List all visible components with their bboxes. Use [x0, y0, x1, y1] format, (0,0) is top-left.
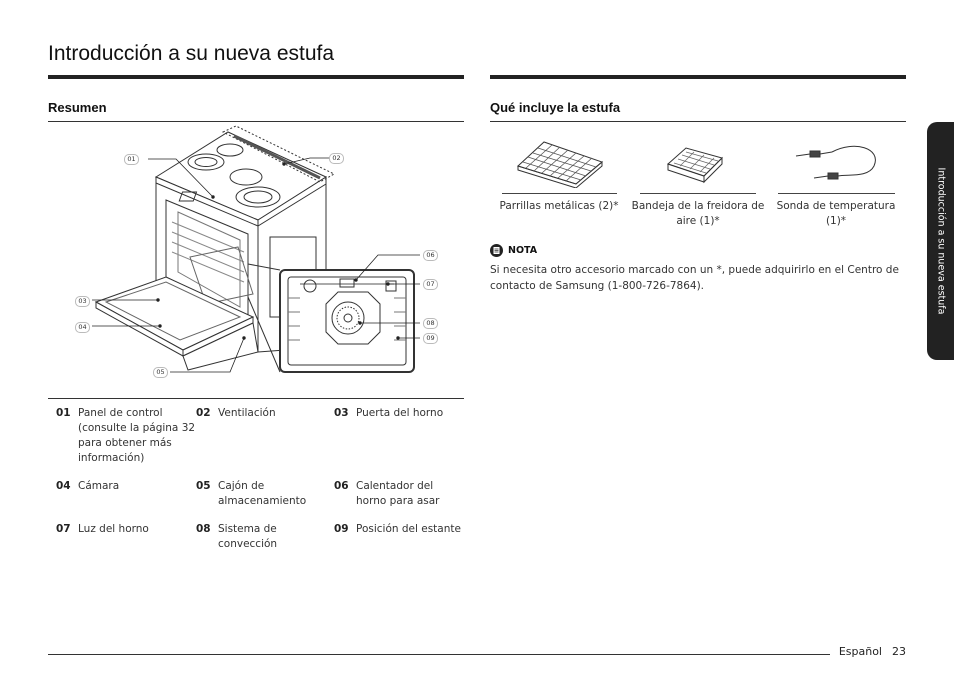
legend-description: Ventilación	[218, 407, 276, 419]
callout-03: 03	[75, 296, 90, 307]
note-header: NOTA	[490, 244, 537, 257]
legend-item: 09 Posición del estante	[334, 522, 464, 552]
wire-rack-icon	[517, 141, 603, 188]
footer-rule	[48, 654, 830, 655]
incluye-rule	[490, 121, 906, 122]
page-number: 23	[892, 645, 906, 658]
legend-item: 01 Panel de control (consulte la página …	[56, 406, 196, 466]
accessory-rule	[502, 193, 617, 194]
legend-number: 02	[196, 407, 211, 419]
accessory-rule	[640, 193, 756, 194]
page-title: Introducción a su nueva estufa	[48, 42, 335, 65]
legend-description: Panel de control (consulte la página 32 …	[78, 407, 196, 464]
legend-number: 05	[196, 480, 211, 492]
callout-04: 04	[75, 322, 90, 333]
legend-number: 01	[56, 407, 71, 419]
legend-description: Luz del horno	[78, 523, 149, 535]
side-tab-label: Introducción a su nueva estufa	[935, 167, 946, 315]
footer-language: Español	[838, 645, 882, 658]
callout-09: 09	[423, 333, 438, 344]
legend-description: Cámara	[78, 480, 120, 492]
temperature-probe-icon	[795, 145, 876, 180]
parts-legend: 01 Panel de control (consulte la página …	[48, 406, 464, 552]
side-section-tab: Introducción a su nueva estufa	[927, 122, 954, 360]
legend-item: 02 Ventilación	[196, 406, 334, 466]
legend-number: 07	[56, 523, 71, 535]
title-rule-left	[48, 75, 464, 79]
legend-number: 09	[334, 523, 349, 535]
legend-item: 03 Puerta del horno	[334, 406, 464, 466]
legend-row: 01 Panel de control (consulte la página …	[48, 406, 464, 466]
legend-number: 06	[334, 480, 349, 492]
note-label: NOTA	[508, 245, 538, 256]
range-diagram	[92, 125, 420, 373]
legend-description: Puerta del horno	[356, 407, 444, 419]
legend-row: 04 Cámara 05 Cajón de almacenamiento 06 …	[48, 479, 464, 509]
legend-item: 07 Luz del horno	[56, 522, 196, 552]
callout-08: 08	[423, 318, 438, 329]
accessory-rule	[778, 193, 895, 194]
callout-01: 01	[124, 154, 139, 165]
footer: Español 23	[839, 645, 906, 658]
accessory-label-tray: Bandeja de la freidora de aire (1)*	[631, 200, 765, 227]
callout-06: 06	[423, 250, 438, 261]
legend-number: 03	[334, 407, 349, 419]
legend-rule	[48, 398, 464, 399]
callout-07: 07	[423, 279, 438, 290]
legend-item: 04 Cámara	[56, 479, 196, 509]
legend-item: 08 Sistema de convección	[196, 522, 334, 552]
note-text: Si necesita otro accesorio marcado con u…	[490, 264, 899, 292]
legend-description: Calentador del horno para asar	[356, 480, 440, 507]
resumen-heading: Resumen	[48, 100, 107, 115]
accessory-label-probe: Sonda de temperatura (1)*	[776, 200, 896, 227]
incluye-heading: Qué incluye la estufa	[490, 100, 621, 115]
title-rule-right	[490, 75, 906, 79]
callout-02: 02	[329, 153, 344, 164]
legend-number: 08	[196, 523, 211, 535]
legend-item: 05 Cajón de almacenamiento	[196, 479, 334, 509]
resumen-rule	[48, 121, 464, 122]
legend-number: 04	[56, 480, 71, 492]
legend-description: Sistema de convección	[218, 523, 278, 550]
legend-row: 07 Luz del horno 08 Sistema de convecció…	[48, 522, 464, 552]
note-icon	[490, 244, 503, 257]
legend-description: Posición del estante	[356, 523, 461, 535]
legend-description: Cajón de almacenamiento	[218, 480, 307, 507]
accessory-label-racks: Parrillas metálicas (2)*	[499, 200, 619, 212]
air-fryer-tray-icon	[667, 147, 723, 184]
callout-05: 05	[153, 367, 168, 378]
legend-item: 06 Calentador del horno para asar	[334, 479, 464, 509]
